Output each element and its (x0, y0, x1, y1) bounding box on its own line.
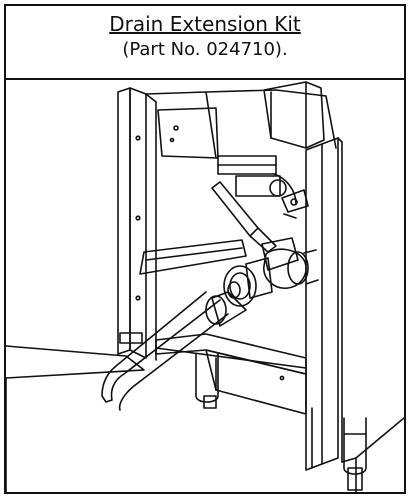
left-side-panel (6, 345, 145, 492)
drain-extension-illustration (6, 81, 404, 492)
left-frame-column (117, 87, 157, 361)
drain-valve-body (223, 248, 319, 307)
drain-extension-pipe (101, 239, 247, 411)
part-number: (Part No. 024710). (122, 39, 288, 60)
lower-cross-frame (155, 333, 307, 415)
caption-box: Drain Extension Kit (Part No. 024710). (6, 6, 404, 80)
diagram-frame: Drain Extension Kit (Part No. 024710). (4, 4, 406, 494)
right-side-panel (341, 417, 404, 492)
upper-housing (145, 81, 337, 159)
legs (195, 353, 367, 491)
gas-valve-assembly (217, 155, 309, 219)
line-drawing (6, 78, 404, 492)
drain-valve-handle (211, 181, 299, 271)
diagram-title: Drain Extension Kit (109, 12, 301, 36)
